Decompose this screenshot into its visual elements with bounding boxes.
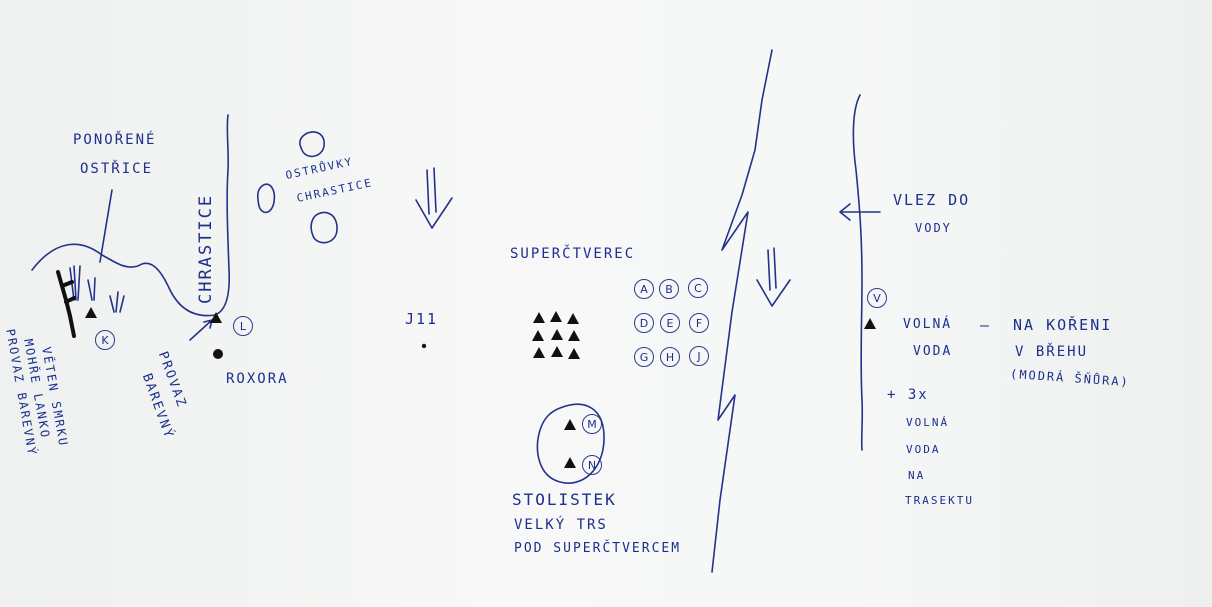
grass-tuft-2 — [87, 277, 96, 301]
label-superctverec: SUPERČTVEREC — [510, 246, 636, 262]
flow-arrow-2 — [756, 247, 791, 307]
j11-dot — [421, 343, 427, 349]
flow-arrow-1 — [415, 167, 453, 229]
grid-triangle — [550, 311, 562, 322]
grid-marker-j: J — [689, 346, 709, 366]
grid-triangle — [551, 329, 563, 340]
label-voda-1: VODA — [913, 344, 953, 359]
island-2 — [256, 183, 276, 214]
roxora-dot — [213, 349, 223, 359]
grid-marker-g: G — [634, 347, 654, 367]
grid-triangle — [533, 347, 545, 358]
grid-marker-c: C — [688, 278, 708, 298]
label-volna-1: VOLNÁ — [903, 317, 953, 332]
label-plus-3x: + 3x — [887, 387, 929, 403]
island-3 — [310, 211, 338, 244]
label-roxora: ROXORA — [226, 371, 289, 387]
marker-k: K — [95, 330, 115, 350]
grass-tuft-3 — [109, 291, 125, 313]
marker-n: N — [582, 455, 602, 475]
label-stolistek: STOLISTEK — [512, 490, 617, 509]
grid-marker-a: A — [634, 279, 654, 299]
vlez-arrow — [839, 203, 881, 221]
label-ostrice: OSTŘICE — [80, 161, 154, 177]
marker-l: L — [233, 316, 253, 336]
marker-triangle-m — [564, 419, 576, 430]
grid-marker-b: B — [659, 279, 679, 299]
label-vody: VODY — [915, 221, 952, 235]
grid-triangle — [568, 330, 580, 341]
grid-marker-d: D — [634, 313, 654, 333]
island-1 — [299, 131, 325, 158]
marker-m: M — [582, 414, 602, 434]
marker-triangle-n — [564, 457, 576, 468]
label-j11: J11 — [405, 310, 439, 328]
marker-triangle-v — [864, 318, 876, 329]
label-vlez-do: VLEZ DO — [893, 191, 971, 209]
grid-triangle — [551, 346, 563, 357]
grid-triangle — [567, 313, 579, 324]
label-velky-trs: VELKÝ TRS — [514, 517, 608, 533]
marker-triangle-k — [85, 307, 97, 318]
grid-triangle — [568, 348, 580, 359]
label-trasektu: TRASEKTU — [905, 494, 974, 507]
shoreline-curve — [31, 114, 231, 317]
stolistek-outline — [536, 403, 605, 484]
label-v-brehu: V BŘEHU — [1015, 344, 1089, 360]
grid-triangle — [533, 312, 545, 323]
label-chrastice-vertical: CHRASTICE — [196, 193, 216, 304]
spruce-branch — [56, 270, 76, 338]
label-na-koreni: NA KOŘENI — [1013, 316, 1113, 334]
grid-triangle — [532, 330, 544, 341]
grid-marker-f: F — [689, 313, 709, 333]
marker-v: V — [867, 288, 887, 308]
label-ponorene: PONOŘENÉ — [73, 132, 157, 148]
ostrice-pointer-line — [99, 189, 113, 263]
right-shoreline — [852, 94, 864, 451]
label-voda-2: VODA — [906, 443, 941, 456]
break-line — [711, 49, 773, 573]
provaz-arrow — [189, 319, 213, 341]
label-pod-superctvercem: POD SUPERČTVERCEM — [514, 541, 682, 556]
label-dash: – — [980, 316, 992, 334]
label-na: NA — [908, 469, 926, 482]
grid-marker-e: E — [660, 313, 680, 333]
label-volna-2: VOLNÁ — [906, 416, 950, 429]
grid-marker-h: H — [660, 347, 680, 367]
marker-triangle-l — [210, 312, 222, 323]
